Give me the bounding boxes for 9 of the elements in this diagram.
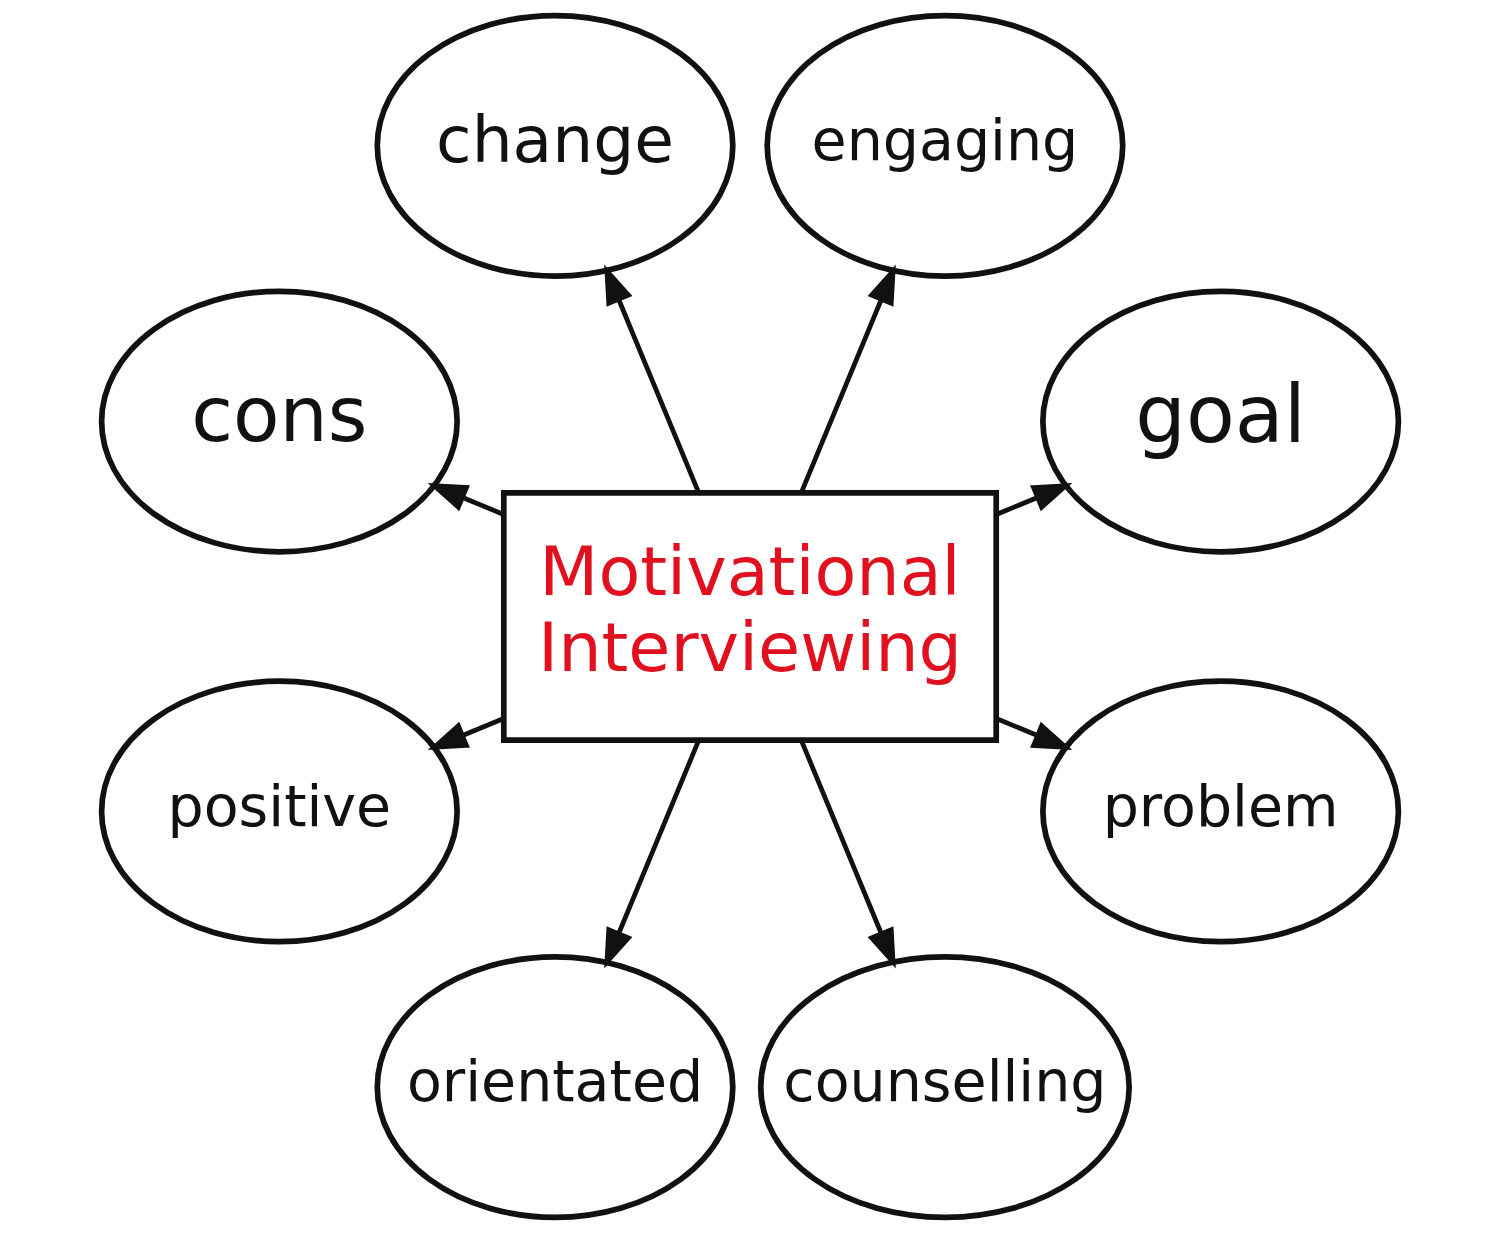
node-ellipse: positive (98, 678, 460, 945)
node-ellipse: orientated (374, 954, 736, 1221)
node-ellipse: cons (98, 288, 460, 555)
node-box: Motivational Interviewing (500, 490, 1000, 743)
node-ellipse: problem (1040, 678, 1402, 945)
node-ellipse: counselling (757, 954, 1132, 1221)
node-ellipse: goal (1040, 288, 1402, 555)
node-ellipse: change (374, 12, 736, 279)
node-ellipse: engaging (764, 12, 1126, 279)
